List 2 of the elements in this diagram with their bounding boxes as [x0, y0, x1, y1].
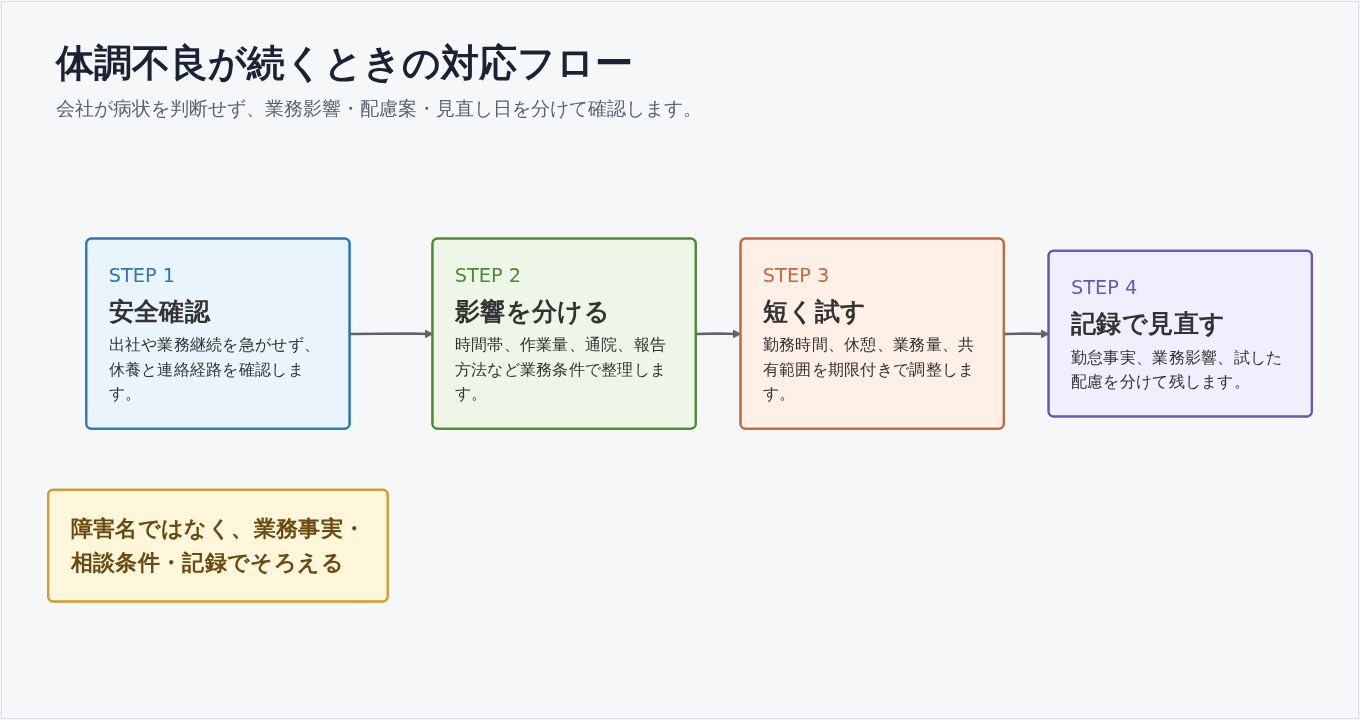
- diagram-title: 体調不良が続くときの対応フロー: [56, 40, 633, 87]
- subtitle: 会社が病状を判断せず、業務影響・配慮案・見直し日を分けて確認します。: [56, 96, 702, 121]
